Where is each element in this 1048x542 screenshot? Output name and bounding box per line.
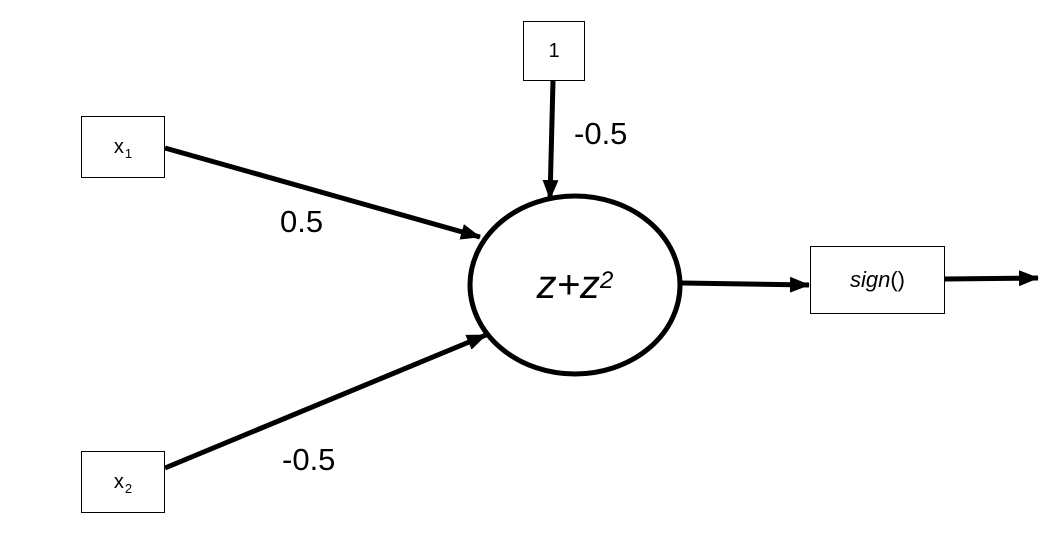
edge-bias-to-node [542,80,559,200]
edge-x2-to-node [164,332,487,471]
input-x2-base: x [113,470,124,493]
input-box-x2: x2 [81,451,165,513]
input-box-x1: x1 [81,116,165,178]
input-x1-base: x [113,135,124,158]
input-x1-subscript: 1 [124,145,133,161]
neuron-node [467,193,683,377]
weight-x1: 0.5 [280,204,324,239]
edge-node-to-sign [681,276,810,293]
edge-sign-to-output [944,270,1039,287]
weight-bias: -0.5 [574,116,628,151]
weight-x2: -0.5 [282,442,336,477]
edge-x1-to-node [164,145,481,240]
sign-function-parens: () [890,267,905,292]
bias-label: 1 [548,39,560,62]
sign-function-name: sign [849,267,891,292]
bias-box: 1 [523,21,585,81]
sign-label: sign() [850,267,905,293]
neuron-expression-base: z+z [536,262,600,307]
neuron-expression-exponent: 2 [600,267,614,294]
input-x2-label: x2 [113,470,133,496]
sign-activation-box: sign() [810,246,945,314]
input-x2-subscript: 2 [124,480,133,496]
input-x1-label: x1 [113,135,133,161]
